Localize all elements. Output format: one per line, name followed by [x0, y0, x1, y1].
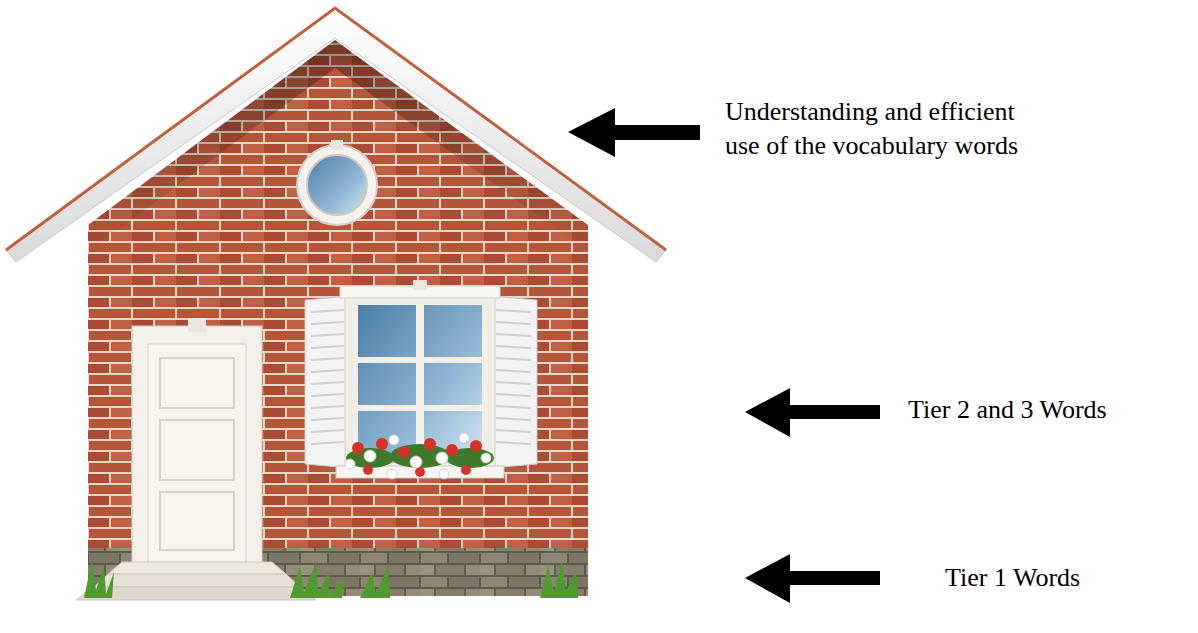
callout-label: Understanding and efficient use of the v…: [725, 95, 1035, 163]
door: [132, 318, 262, 564]
roof-edge: [6, 8, 666, 250]
pointer-arrow: [568, 108, 880, 603]
callout-label: Tier 2 and 3 Words: [908, 393, 1168, 427]
callout-label: Tier 1 Words: [945, 561, 1165, 595]
left-shutter: [305, 296, 350, 468]
flower-box: [345, 433, 494, 479]
roof-fascia: [6, 8, 666, 262]
round-window-glass: [307, 155, 367, 215]
keystone: [331, 140, 343, 150]
round-window-frame: [297, 145, 377, 225]
right-shutter: [490, 296, 537, 468]
window: [336, 280, 504, 478]
grass: [84, 560, 578, 598]
